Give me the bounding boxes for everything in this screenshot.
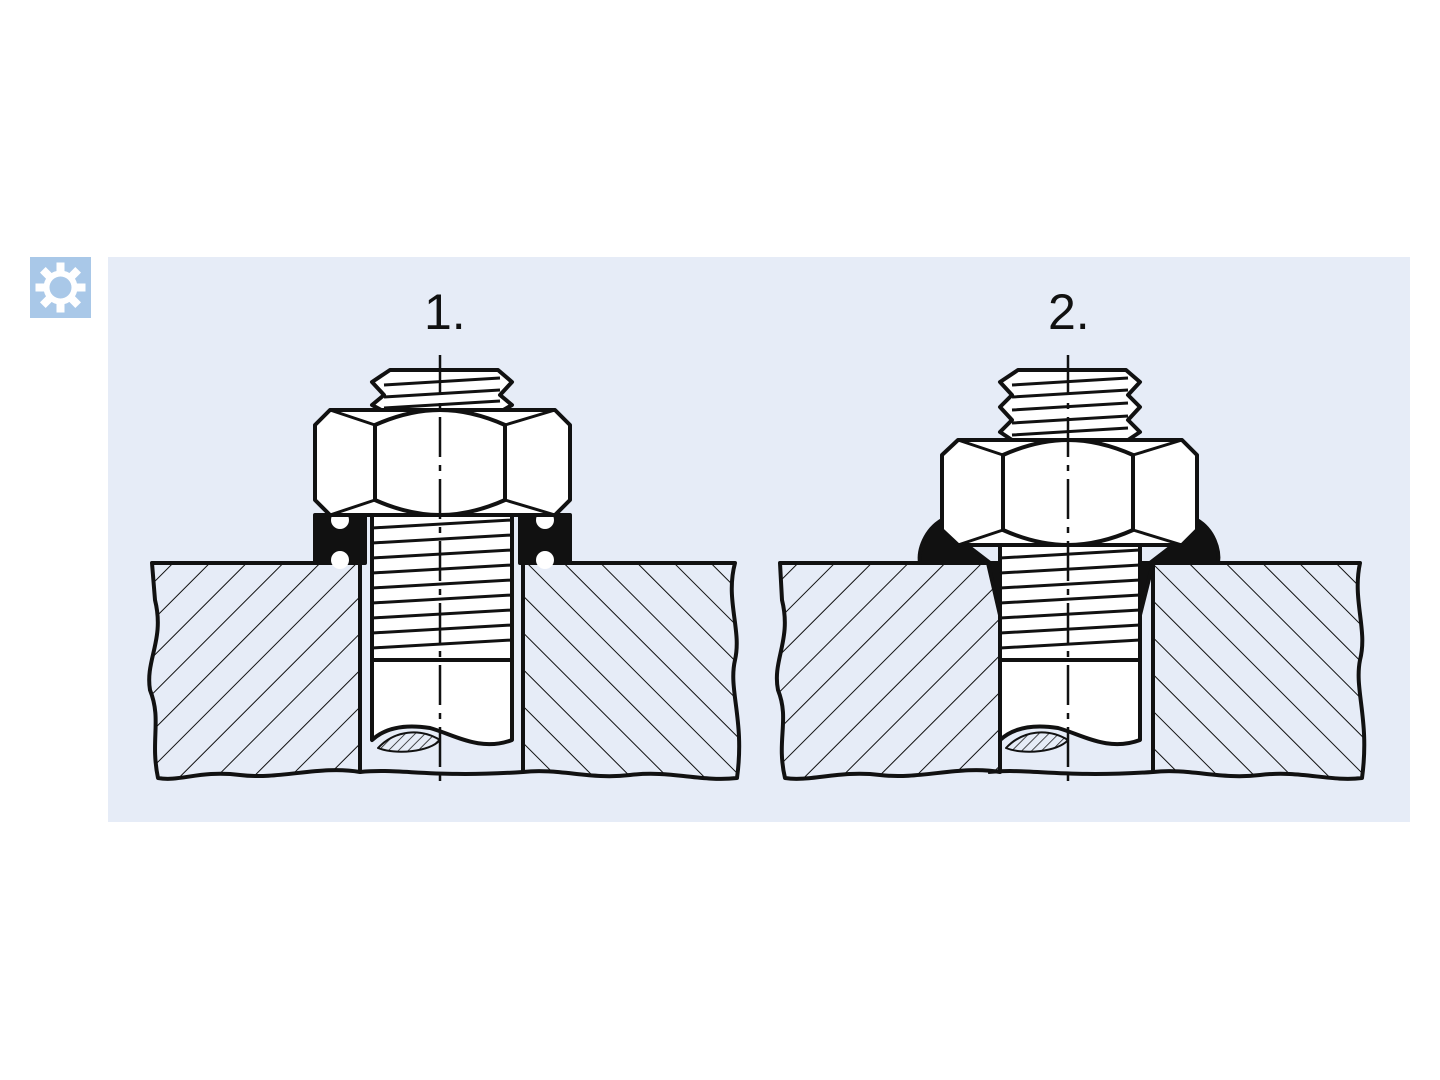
hole-bottom: [359, 769, 524, 776]
right-plate: [1138, 561, 1367, 781]
bolt-section: [1005, 731, 1069, 753]
gear-icon: [30, 257, 91, 318]
hex-nut: [940, 438, 1199, 547]
figure-label-2: 2.: [1048, 284, 1090, 340]
figure-1: [147, 355, 742, 785]
left-plate: [147, 561, 362, 781]
bolt-shank: [370, 658, 514, 747]
right-plate: [521, 561, 742, 781]
left-plate: [774, 561, 1002, 781]
bolt-shank: [998, 658, 1142, 747]
bolt-section: [377, 731, 441, 753]
hex-nut: [313, 408, 572, 517]
figure-label-1: 1.: [424, 284, 466, 340]
figure-2: [774, 355, 1367, 785]
